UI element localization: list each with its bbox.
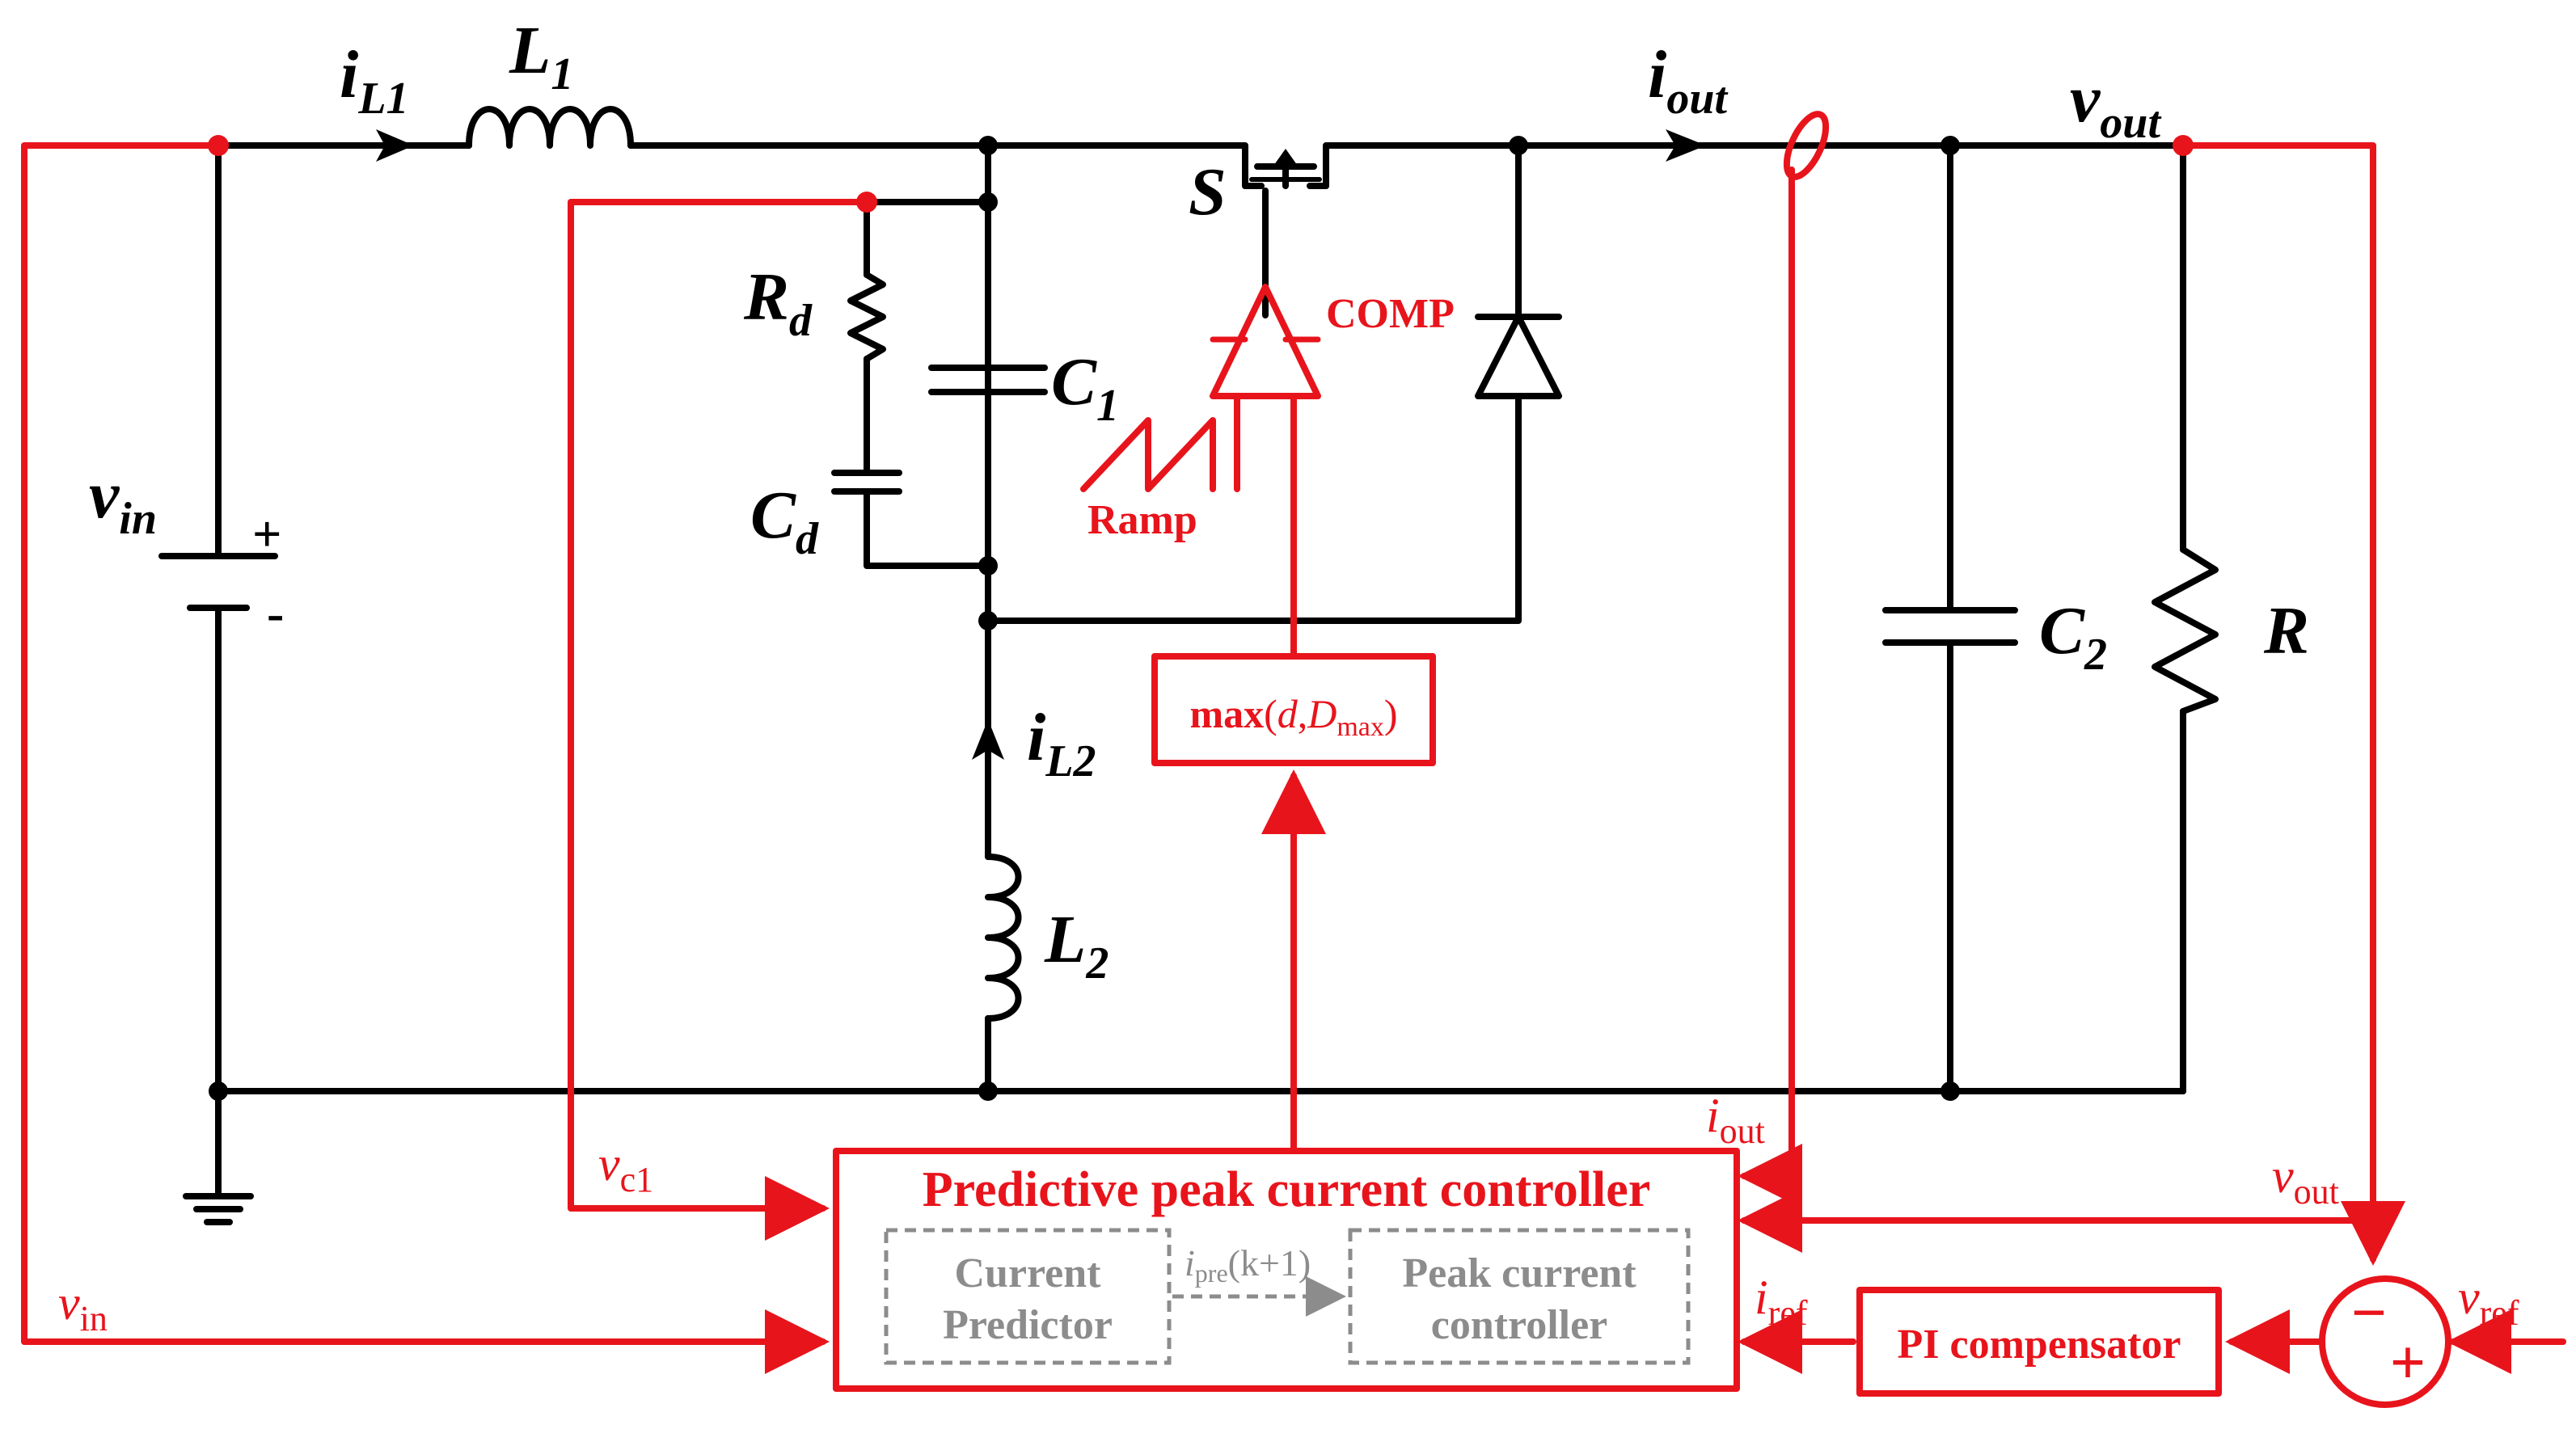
diode-triangle — [1475, 314, 1562, 399]
vin-sense-dot — [208, 135, 229, 156]
switch-body-arrow — [1272, 149, 1299, 168]
iout-arrow — [1666, 129, 1706, 162]
switch-drain-wire — [985, 142, 1248, 189]
label-iout: iout — [1648, 37, 1728, 124]
junction-dot — [978, 192, 998, 212]
junction-dot — [978, 611, 998, 630]
vout-sense-dot — [2173, 135, 2194, 156]
label-iL1: iL1 — [340, 37, 409, 124]
iL2-arrow — [972, 719, 1004, 760]
resistor-Rd — [847, 272, 886, 362]
diode-return-wire — [985, 393, 1522, 624]
label-C2: C2 — [2039, 593, 2107, 680]
label-vin: vin — [89, 457, 157, 544]
label-iref: iref — [1755, 1271, 1808, 1333]
control-dots — [208, 135, 2384, 1231]
label-vin-sense: vin — [58, 1276, 108, 1338]
controller-title: Predictive peak current controller — [923, 1162, 1650, 1217]
controller-internals — [884, 1228, 1691, 1365]
pi-compensator-label: PI compensator — [1898, 1322, 2181, 1368]
power-circuit — [158, 106, 2219, 1225]
label-Cd: Cd — [750, 478, 819, 564]
switch-body — [1242, 163, 1329, 189]
sum-minus: − — [2351, 1277, 2387, 1347]
max-block-label: max(d,Dmax) — [1189, 691, 1397, 742]
label-iout-sense: iout — [1706, 1089, 1765, 1151]
label-vout: vout — [2070, 61, 2161, 148]
junction-dot — [1940, 1081, 1960, 1101]
inductor-L1 — [466, 106, 634, 149]
ipre-label: ipre(k+1) — [1185, 1242, 1311, 1288]
label-L2: L2 — [1044, 902, 1109, 988]
switch-source-wire — [1323, 142, 2186, 189]
sum-plus: + — [2390, 1327, 2426, 1397]
current-predictor-line2: Predictor — [943, 1302, 1113, 1348]
label-ramp: Ramp — [1087, 497, 1197, 543]
control-path — [21, 111, 2566, 1408]
label-vout-sense: vout — [2272, 1149, 2339, 1212]
summing-junction — [2319, 1275, 2451, 1408]
junction-dot — [209, 1081, 228, 1101]
label-comp: COMP — [1326, 291, 1455, 337]
iout-sense-wire — [1738, 167, 1802, 1208]
junction-dot — [1509, 136, 1528, 155]
label-C1: C1 — [1051, 344, 1119, 431]
resistor-R — [2152, 546, 2219, 714]
label-iL2: iL2 — [1027, 700, 1096, 786]
vc1-sense-dot — [856, 192, 877, 213]
circuit-markers — [209, 129, 1960, 1101]
junction-dot — [978, 1081, 998, 1101]
vout-branch-dot — [2363, 1210, 2384, 1231]
label-L1: L1 — [509, 13, 573, 99]
labels: vin + - iL1 L1 Rd Cd C1 S COMP Ramp iout… — [58, 13, 2519, 1397]
label-Rd: Rd — [743, 259, 813, 346]
ramp-waveform — [1080, 417, 1216, 492]
inductor-L2 — [985, 854, 1022, 1022]
battery-plus: + — [252, 505, 281, 563]
iL1-arrow — [376, 129, 414, 162]
label-R: R — [2263, 593, 2309, 668]
cd-bottom-wire — [864, 488, 991, 569]
pi-block — [1856, 1287, 2222, 1397]
max-block — [1151, 653, 1436, 766]
vout-sense-wire — [1738, 142, 2376, 1253]
controller-block — [833, 1148, 1740, 1392]
label-vref: vref — [2458, 1271, 2519, 1333]
vc1-sense-wire — [568, 199, 870, 1241]
vin-sense-wire — [21, 142, 830, 1374]
junction-dot — [978, 136, 998, 155]
current-predictor-block — [884, 1228, 1172, 1365]
battery-minus: - — [267, 584, 284, 642]
junction-dot — [1940, 136, 1960, 155]
peak-controller-line1: Peak current — [1402, 1250, 1636, 1296]
peak-controller-line2: controller — [1431, 1302, 1608, 1348]
junction-dot — [978, 556, 998, 575]
label-vc1: vc1 — [598, 1137, 653, 1199]
label-switch: S — [1189, 154, 1227, 230]
peak-current-controller-block — [1348, 1228, 1691, 1365]
current-predictor-line1: Current — [954, 1250, 1101, 1296]
